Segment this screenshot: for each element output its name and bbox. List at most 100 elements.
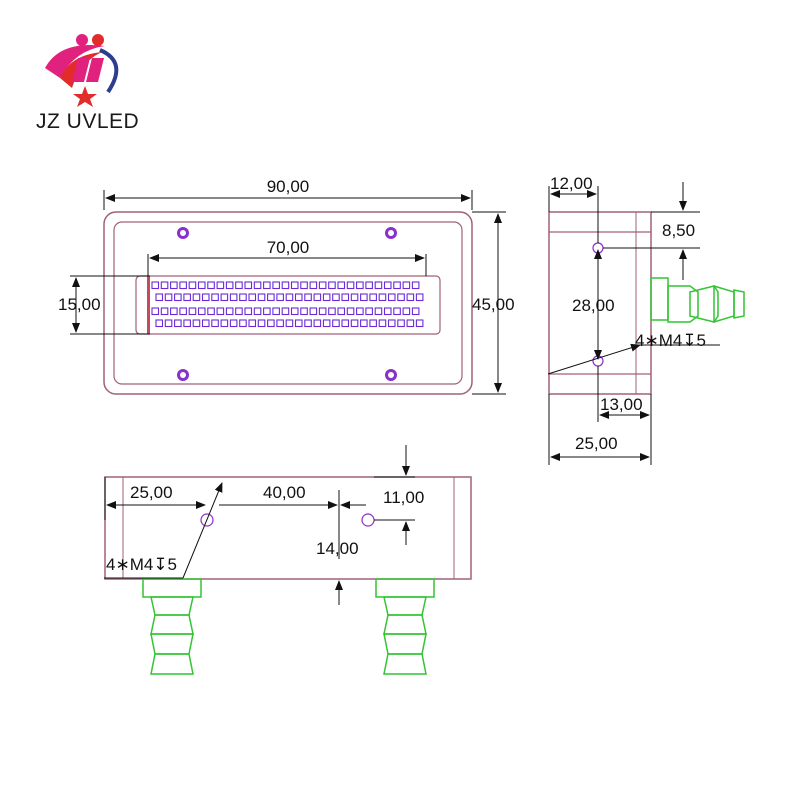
led-chip bbox=[229, 293, 238, 302]
led-chip bbox=[378, 319, 387, 328]
led-chip bbox=[365, 307, 373, 316]
led-chip bbox=[300, 281, 308, 290]
led-chip bbox=[383, 281, 392, 290]
led-chip bbox=[415, 293, 424, 302]
led-chip bbox=[294, 319, 303, 328]
led-chip bbox=[281, 281, 290, 290]
led-chip bbox=[332, 293, 340, 302]
led-chip bbox=[235, 307, 243, 316]
led-chip bbox=[411, 307, 420, 316]
led-chip bbox=[164, 293, 173, 302]
led-chip bbox=[383, 307, 392, 316]
led-chip bbox=[356, 307, 364, 316]
led-chip bbox=[290, 281, 299, 290]
led-chip bbox=[402, 281, 411, 290]
led-chip bbox=[328, 307, 336, 316]
led-chip bbox=[253, 281, 262, 290]
led-chip bbox=[276, 293, 284, 302]
led-chip bbox=[387, 319, 396, 328]
led-chip bbox=[164, 319, 173, 328]
led-chip bbox=[267, 293, 275, 302]
led-chip bbox=[179, 307, 187, 316]
led-chip bbox=[216, 307, 225, 316]
bottom-hose-fitting-right bbox=[375, 578, 435, 675]
led-chip bbox=[201, 319, 210, 328]
led-chip bbox=[183, 319, 191, 328]
led-chip bbox=[151, 307, 160, 316]
led-chip bbox=[220, 319, 229, 328]
led-chip bbox=[406, 293, 415, 302]
led-chip bbox=[220, 293, 229, 302]
led-chip bbox=[216, 281, 225, 290]
led-chip bbox=[174, 319, 182, 328]
led-chip bbox=[374, 307, 383, 316]
led-chip bbox=[332, 319, 340, 328]
led-chip bbox=[397, 319, 405, 328]
bottom-hole-callout: 4∗M4↧5 bbox=[106, 555, 177, 574]
led-chip bbox=[197, 307, 206, 316]
side-hole-spacing-dim: 28,00 bbox=[572, 296, 615, 315]
led-chip bbox=[341, 319, 350, 328]
side-hose-fitting bbox=[650, 277, 745, 324]
led-chip bbox=[356, 281, 364, 290]
led-chip bbox=[328, 281, 336, 290]
led-chip bbox=[197, 281, 206, 290]
led-chip bbox=[350, 319, 359, 328]
led-chip bbox=[346, 281, 355, 290]
led-chip bbox=[239, 293, 247, 302]
led-chip bbox=[393, 281, 401, 290]
side-depth-dim: 12,00 bbox=[550, 174, 593, 193]
led-chip bbox=[235, 281, 243, 290]
side-width-dim: 25,00 bbox=[575, 434, 618, 453]
led-chip bbox=[272, 281, 280, 290]
front-width-dim: 90,00 bbox=[267, 177, 310, 196]
led-chip bbox=[309, 281, 318, 290]
side-fitting-offset-dim: 13,00 bbox=[600, 395, 643, 414]
led-chip bbox=[160, 307, 169, 316]
led-chip bbox=[160, 281, 169, 290]
front-screw-holes bbox=[177, 227, 397, 381]
led-chip bbox=[318, 307, 327, 316]
led-chip bbox=[244, 281, 253, 290]
side-view: 12,00 8,50 28,00 4∗M4↧5 13,00 25,00 bbox=[547, 174, 745, 465]
led-chip bbox=[281, 307, 290, 316]
bottom-left-offset-dim: 25,00 bbox=[130, 483, 173, 502]
bottom-center-spacing-dim: 40,00 bbox=[263, 483, 306, 502]
led-chip bbox=[313, 319, 322, 328]
led-array bbox=[151, 281, 424, 328]
led-chip bbox=[411, 281, 420, 290]
front-view: 90,00 70,00 45,00 15,00 bbox=[58, 177, 515, 395]
led-chip bbox=[183, 293, 191, 302]
led-chip bbox=[304, 293, 312, 302]
led-chip bbox=[257, 319, 266, 328]
led-chip bbox=[188, 307, 197, 316]
led-chip bbox=[248, 319, 257, 328]
side-top-offset-dim: 8,50 bbox=[662, 221, 695, 240]
led-chip bbox=[179, 281, 187, 290]
led-chip bbox=[350, 293, 359, 302]
bottom-fitting-dim: 14,00 bbox=[316, 539, 359, 558]
led-chip bbox=[229, 319, 238, 328]
led-chip bbox=[387, 293, 396, 302]
led-chip bbox=[276, 319, 284, 328]
led-chip bbox=[151, 281, 160, 290]
led-chip bbox=[211, 293, 219, 302]
bottom-hose-fitting-left bbox=[142, 578, 202, 675]
led-chip bbox=[248, 293, 257, 302]
side-hole-callout: 4∗M4↧5 bbox=[635, 331, 706, 350]
led-chip bbox=[253, 307, 262, 316]
led-chip bbox=[337, 281, 346, 290]
led-chip bbox=[285, 293, 294, 302]
led-chip bbox=[201, 293, 210, 302]
led-chip bbox=[192, 293, 201, 302]
led-chip bbox=[188, 281, 197, 290]
led-chip bbox=[225, 281, 234, 290]
led-chip bbox=[207, 307, 215, 316]
brand-logo bbox=[45, 34, 119, 107]
led-chip bbox=[211, 319, 219, 328]
led-chip bbox=[263, 307, 271, 316]
led-chip bbox=[309, 307, 318, 316]
led-chip bbox=[285, 319, 294, 328]
led-chip bbox=[244, 307, 253, 316]
